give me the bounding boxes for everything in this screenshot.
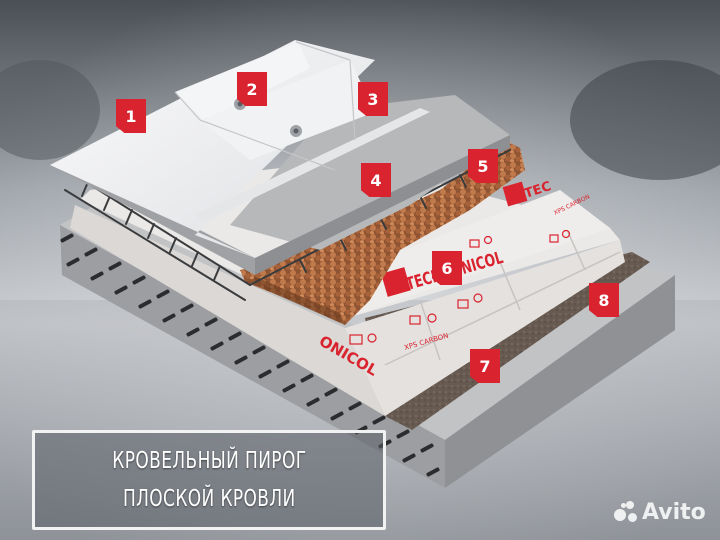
- fastener-icon: [290, 125, 302, 137]
- avito-watermark-text: Avito: [642, 499, 706, 525]
- title-line-1: КРОВЕЛЬНЫЙ ПИРОГ: [111, 448, 307, 474]
- callout-badge-8: 8: [589, 283, 619, 317]
- background-building-blur: [570, 60, 720, 180]
- callout-badge-7: 7: [470, 349, 500, 383]
- callout-badge-2: 2: [237, 72, 267, 106]
- membrane-sheet-edge: [195, 108, 430, 222]
- membrane-sheet: [200, 60, 375, 160]
- callout-badge-5: 5: [468, 149, 498, 183]
- callout-badge-6: 6: [432, 251, 462, 285]
- technonicol-logo-icon: [502, 181, 528, 207]
- slab-side-face: [445, 275, 675, 488]
- xps-red-prints: [349, 229, 571, 345]
- callout-badge-4: 4: [361, 163, 391, 197]
- vapor-barrier-layer: [365, 252, 650, 430]
- title-line-2: ПЛОСКОЙ КРОВЛИ: [122, 486, 296, 512]
- screed-side-face: [255, 135, 510, 275]
- expanded-clay-layer: [240, 140, 525, 325]
- technonicol-logo-icon: [381, 267, 411, 297]
- title-box: КРОВЕЛЬНЫЙ ПИРОГ ПЛОСКОЙ КРОВЛИ: [32, 430, 386, 530]
- background-building-blur: [0, 60, 100, 160]
- expanded-clay-edge-shadow: [248, 277, 345, 325]
- avito-watermark: Avito: [612, 497, 706, 527]
- slab-front-face: [60, 225, 445, 488]
- xps-board-seams: [384, 231, 621, 366]
- membrane-seams: [174, 41, 356, 171]
- callout-badge-3: 3: [358, 82, 388, 116]
- xps-front-face-lower: [70, 205, 385, 416]
- avito-logo-icon: [612, 499, 638, 525]
- callout-badge-1: 1: [116, 99, 146, 133]
- slab-top: [60, 205, 675, 440]
